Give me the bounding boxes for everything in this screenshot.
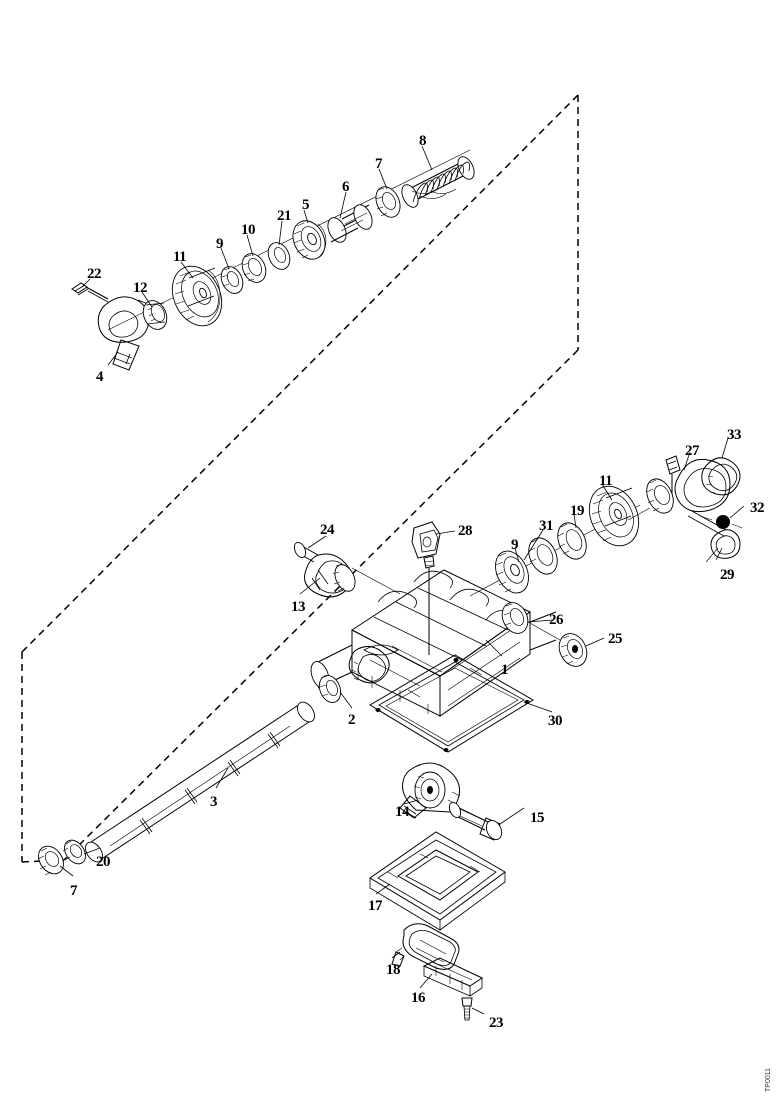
part-21-spacer-ring <box>267 242 291 270</box>
part-28-sensor-switch <box>411 521 441 655</box>
part-27-gear <box>646 478 674 514</box>
part-26-25-seal-plug <box>501 602 588 667</box>
part-16-lower-bracket <box>422 957 484 997</box>
part-14-pump-housing <box>399 762 461 819</box>
part-10-gear-small <box>241 253 267 283</box>
part-7-retaining-ring <box>375 186 401 218</box>
callout-21: 21 <box>277 208 292 224</box>
part-3-drive-shaft <box>37 701 315 876</box>
part-2-end-cap <box>318 646 390 703</box>
callout-33: 33 <box>727 427 742 443</box>
part-6-spacer-sleeve <box>327 204 373 243</box>
part-24-13-idler-shaft <box>293 541 401 598</box>
part-31-gear-hub <box>495 550 529 594</box>
part-11b-main-gear-wheel <box>588 485 640 547</box>
callout-11b: 11 <box>599 473 613 489</box>
part-4-bracket-housing <box>97 296 150 371</box>
dashed-frame <box>21 94 579 863</box>
part-11-main-gear-wheel <box>171 265 223 327</box>
callout-27: 27 <box>685 443 700 459</box>
part-20-shaft-coupler <box>62 839 86 865</box>
leader-lines-lower <box>59 437 745 1015</box>
callout-14: 14 <box>395 804 410 820</box>
sheet-code: TP0011 <box>765 1068 772 1092</box>
callout-32: 32 <box>750 500 765 516</box>
callout-1: 1 <box>501 662 509 678</box>
callout-25: 25 <box>608 631 623 647</box>
callout-20: 20 <box>96 854 111 870</box>
callout-16: 16 <box>411 990 426 1006</box>
callout-30: 30 <box>548 713 563 729</box>
upper-assembly <box>71 145 475 371</box>
part-29-link-rod <box>687 509 741 563</box>
callout-26: 26 <box>549 612 564 628</box>
callout-6: 6 <box>342 179 350 195</box>
callout-3: 3 <box>210 794 218 810</box>
part-9-washer <box>220 266 244 294</box>
callout-17: 17 <box>368 898 383 914</box>
part-9b-washer <box>528 537 558 575</box>
callout-11: 11 <box>173 249 187 265</box>
part-8-worm-screw <box>401 156 475 208</box>
callout-29: 29 <box>720 567 735 583</box>
callout-12: 12 <box>133 280 148 296</box>
part-19-ring-gear <box>557 522 587 560</box>
part-30-base-gasket <box>369 654 534 753</box>
callout-24: 24 <box>320 522 335 538</box>
callout-18: 18 <box>386 962 401 978</box>
part-15-fitting-nipple <box>448 801 503 841</box>
callout-8: 8 <box>419 133 427 149</box>
callout-7b: 7 <box>70 883 78 899</box>
callout-5: 5 <box>302 197 310 213</box>
callout-9: 9 <box>216 236 224 252</box>
callout-7: 7 <box>375 156 383 172</box>
callout-22: 22 <box>87 266 102 282</box>
callout-23: 23 <box>489 1015 504 1031</box>
callout-19: 19 <box>570 503 585 519</box>
callout-31: 31 <box>539 518 554 534</box>
part-18-cover-plate <box>391 923 460 970</box>
callout-2: 2 <box>348 712 356 728</box>
callout-4: 4 <box>96 369 104 385</box>
part-23-screw-fastener <box>461 997 473 1021</box>
callout-28: 28 <box>458 523 473 539</box>
part-12-bearing <box>142 300 168 330</box>
part-33-knob-cap <box>701 457 741 496</box>
callout-13: 13 <box>291 599 306 615</box>
part-17-gasket-plate <box>369 831 506 931</box>
right-control-linkage <box>627 455 743 563</box>
part-5-gear-toothed <box>292 220 327 260</box>
callout-15: 15 <box>530 810 545 826</box>
callout-9b: 9 <box>511 537 519 553</box>
right-gear-stack <box>469 485 641 597</box>
part-7b-retaining-ring <box>37 845 64 876</box>
callout-10: 10 <box>241 222 256 238</box>
part-22-bolt <box>71 282 109 303</box>
